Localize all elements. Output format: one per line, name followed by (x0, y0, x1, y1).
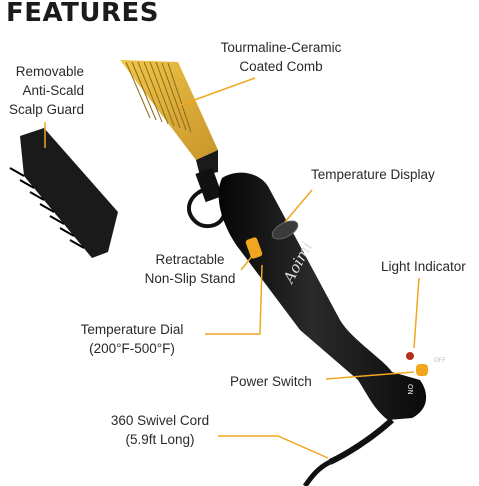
svg-text:OFF: OFF (434, 357, 446, 364)
light-indicator (406, 352, 414, 360)
label-comb: Tourmaline-Ceramic Coated Comb (220, 40, 342, 74)
callout-line-stand (240, 249, 258, 271)
callout-line-dial (205, 264, 263, 335)
label-temperature-display: Temperature Display (311, 167, 435, 182)
power-switch: OFF ON (406, 357, 446, 395)
page-title: FEATURES (6, 0, 159, 28)
stand-icon (187, 186, 226, 229)
svg-text:ON: ON (406, 384, 414, 395)
callout-line-comb (177, 77, 256, 107)
label-scalp-guard: Removable Anti-Scald Scalp Guard (8, 64, 84, 117)
cord-bottom (302, 459, 332, 486)
callout-line-display (284, 189, 313, 223)
callout-line-light (413, 277, 420, 349)
scalp-guard-icon (9, 128, 118, 258)
cord (328, 417, 395, 465)
label-temperature-dial: Temperature Dial (200°F-500°F) (80, 322, 184, 356)
temperature-display (271, 220, 299, 240)
comb-icon (120, 60, 218, 176)
temperature-dial (245, 237, 263, 259)
label-power-switch: Power Switch (230, 374, 312, 389)
label-stand: Retractable Non-Slip Stand (144, 252, 236, 286)
callout-line-cord (218, 435, 329, 459)
label-light-indicator: Light Indicator (381, 259, 466, 274)
neck (195, 167, 223, 203)
callout-line-power (325, 371, 415, 380)
label-swivel-cord: 360 Swivel Cord (5.9ft Long) (110, 413, 210, 447)
handle-body (218, 172, 427, 420)
